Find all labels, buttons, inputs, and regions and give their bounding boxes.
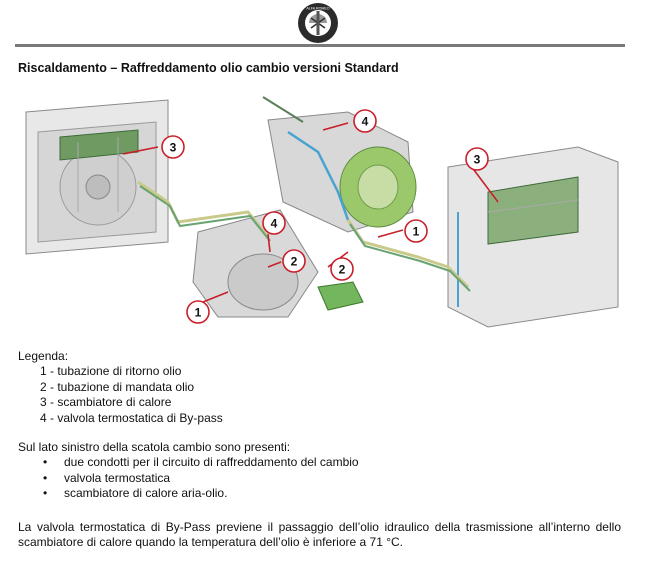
callout-1-right: 1 [404, 219, 428, 243]
svg-text:2: 2 [339, 263, 346, 277]
svg-text:4: 4 [271, 217, 278, 231]
left-gearbox-illustration [192, 209, 364, 318]
svg-text:1: 1 [195, 306, 202, 320]
callout-1-left: 1 [186, 300, 210, 324]
svg-text:1: 1 [413, 225, 420, 239]
callout-4-left: 4 [262, 211, 286, 235]
callout-4-upper: 4 [353, 109, 377, 133]
svg-text:3: 3 [170, 141, 177, 155]
legend-item: 4 - valvola termostatica di By-pass [40, 410, 223, 425]
alfa-romeo-badge-icon: ALFA ROMEO [298, 3, 338, 43]
legend-item: 3 - scambiatore di calore [40, 395, 172, 410]
legend-item: 2 - tubazione di mandata olio [40, 379, 195, 394]
upper-gearbox-illustration [262, 96, 417, 233]
bullet-icon: • [43, 470, 48, 485]
cooling-circuit-diagram: 3 4 3 4 1 2 2 1 [25, 96, 619, 328]
callout-2-left: 2 [282, 249, 306, 273]
bypass-valve-description: La valvola termostatica di By-Pass previ… [18, 520, 621, 550]
logo-text: ALFA ROMEO [306, 7, 329, 11]
callout-2-right: 2 [330, 257, 354, 281]
left-side-components: Sul lato sinistro della scatola cambio s… [18, 440, 359, 502]
list-item: •scambiatore di calore aria-olio. [43, 486, 228, 501]
bullet-icon: • [43, 486, 48, 501]
bullet-icon: • [43, 455, 48, 470]
list-item: •due condotti per il circuito di raffred… [43, 455, 359, 470]
legend: Legenda: 1 - tubazione di ritorno olio 2… [18, 349, 223, 426]
page-title: Riscaldamento – Raffreddamento olio camb… [18, 61, 399, 75]
left-heat-exchanger-illustration [25, 99, 169, 255]
svg-text:2: 2 [291, 255, 298, 269]
header-rule [15, 44, 625, 47]
right-heat-exchanger-illustration [447, 146, 619, 328]
legend-list: 1 - tubazione di ritorno olio 2 - tubazi… [40, 364, 223, 426]
components-list: •due condotti per il circuito di raffred… [18, 455, 359, 501]
callout-3-right: 3 [465, 147, 489, 171]
list-item: •valvola termostatica [43, 470, 171, 485]
svg-text:3: 3 [474, 153, 481, 167]
components-intro: Sul lato sinistro della scatola cambio s… [18, 440, 291, 454]
oil-lines [137, 180, 471, 292]
legend-item: 1 - tubazione di ritorno olio [40, 364, 182, 379]
callout-3-left: 3 [161, 135, 185, 159]
legend-heading: Legenda: [18, 349, 69, 363]
svg-text:4: 4 [362, 115, 369, 129]
